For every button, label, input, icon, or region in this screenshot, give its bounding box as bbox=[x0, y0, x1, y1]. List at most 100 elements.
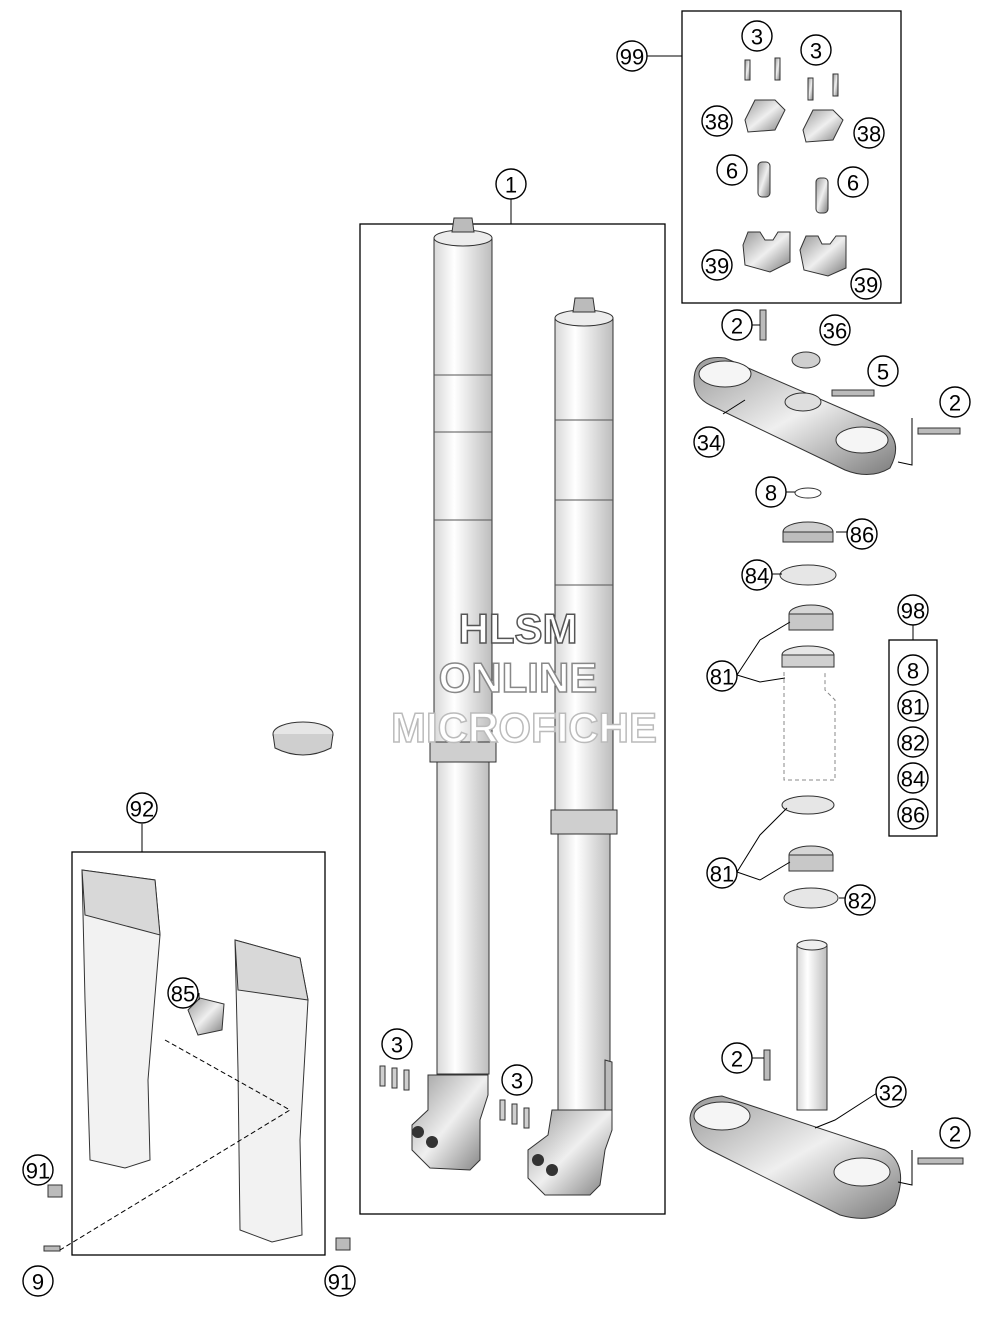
callout-99: 99 bbox=[616, 40, 648, 72]
leader-lines bbox=[59, 55, 914, 1251]
callout-8: 8 bbox=[755, 476, 787, 508]
kit-98-item-81: 81 bbox=[897, 690, 929, 722]
callout-91a-number: 91 bbox=[26, 1159, 50, 1184]
callout-36: 36 bbox=[819, 314, 851, 346]
watermark: HLSM ONLINE MICROFICHE bbox=[390, 604, 658, 752]
callout-2b-number: 2 bbox=[949, 391, 961, 416]
watermark-line1: HLSM bbox=[459, 605, 578, 652]
callout-36-circle bbox=[819, 314, 851, 346]
callout-38a-circle bbox=[701, 105, 733, 137]
upper-triple-clamp bbox=[693, 309, 961, 475]
callout-85-circle bbox=[167, 977, 199, 1009]
callout-6b: 6 bbox=[837, 166, 869, 198]
watermark-line3: MICROFICHE bbox=[391, 704, 657, 751]
callout-85: 85 bbox=[167, 977, 199, 1009]
callout-98-circle bbox=[897, 594, 929, 626]
callout-32: 32 bbox=[875, 1076, 907, 1108]
callout-39a-number: 39 bbox=[705, 254, 729, 279]
callout-81a: 81 bbox=[706, 660, 738, 692]
right-fork-leg bbox=[527, 297, 618, 1196]
callout-2b-circle bbox=[939, 386, 971, 418]
kit-98-item-84-number: 84 bbox=[901, 767, 925, 792]
kit-98-item-81-circle bbox=[897, 690, 929, 722]
clamp-kit-parts bbox=[742, 57, 847, 277]
callout-92-circle bbox=[126, 792, 158, 824]
callout-3c-number: 3 bbox=[391, 1033, 403, 1058]
callout-2d: 2 bbox=[939, 1117, 971, 1149]
fork-guard-frame bbox=[71, 851, 326, 1256]
callout-81a-circle bbox=[706, 660, 738, 692]
kit-98-item-82: 82 bbox=[897, 726, 929, 758]
callout-84: 84 bbox=[741, 559, 773, 591]
callout-81b: 81 bbox=[706, 857, 738, 889]
callout-38b: 38 bbox=[853, 117, 885, 149]
callout-3c: 3 bbox=[381, 1028, 413, 1060]
callout-8-number: 8 bbox=[765, 481, 777, 506]
callout-86: 86 bbox=[846, 518, 878, 550]
callout-3b-circle bbox=[800, 34, 832, 66]
callout-3b: 3 bbox=[800, 34, 832, 66]
callout-2c: 2 bbox=[721, 1042, 753, 1074]
callout-34-circle bbox=[693, 426, 725, 458]
axle-clamp-ring bbox=[272, 721, 334, 756]
callout-5-number: 5 bbox=[877, 360, 889, 385]
callout-91b-number: 91 bbox=[328, 1270, 352, 1295]
kit-98-item-86-number: 86 bbox=[901, 803, 925, 828]
callout-91a-circle bbox=[22, 1154, 54, 1186]
watermark-line2: ONLINE bbox=[439, 654, 598, 701]
callout-6a-number: 6 bbox=[726, 159, 738, 184]
callout-6a: 6 bbox=[716, 154, 748, 186]
kit-98-item-81-number: 81 bbox=[901, 695, 925, 720]
kit-98-item-8-circle bbox=[897, 654, 929, 686]
kit-98-item-82-number: 82 bbox=[901, 731, 925, 756]
callout-82: 82 bbox=[844, 884, 876, 916]
kit-98-item-84: 84 bbox=[897, 762, 929, 794]
callout-9: 9 bbox=[22, 1265, 54, 1297]
kit-98-item-8-number: 8 bbox=[907, 659, 919, 684]
callout-8-circle bbox=[755, 476, 787, 508]
callout-92-number: 92 bbox=[130, 797, 154, 822]
callout-39a-circle bbox=[701, 249, 733, 281]
callout-32-circle bbox=[875, 1076, 907, 1108]
callout-2c-number: 2 bbox=[731, 1047, 743, 1072]
callout-9-number: 9 bbox=[32, 1270, 44, 1295]
callout-92: 92 bbox=[126, 792, 158, 824]
callout-3a: 3 bbox=[741, 20, 773, 52]
callout-81b-number: 81 bbox=[710, 862, 734, 887]
callout-6b-number: 6 bbox=[847, 171, 859, 196]
callout-86-number: 86 bbox=[850, 523, 874, 548]
callout-91b: 91 bbox=[324, 1265, 356, 1297]
callout-3a-number: 3 bbox=[751, 25, 763, 50]
callout-99-number: 99 bbox=[620, 45, 644, 70]
callout-82-circle bbox=[844, 884, 876, 916]
callout-39a: 39 bbox=[701, 249, 733, 281]
callout-6a-circle bbox=[716, 154, 748, 186]
callout-39b-number: 39 bbox=[854, 273, 878, 298]
callout-98-number: 98 bbox=[901, 599, 925, 624]
lower-triple-clamp-stem bbox=[689, 939, 964, 1219]
kit-98-item-8: 8 bbox=[897, 654, 929, 686]
kit-98-item-86: 86 bbox=[897, 798, 929, 830]
callout-3d-circle bbox=[501, 1064, 533, 1096]
callout-2c-circle bbox=[721, 1042, 753, 1074]
callout-82-number: 82 bbox=[848, 889, 872, 914]
fork-bottom-screws bbox=[379, 1065, 530, 1129]
callout-2b: 2 bbox=[939, 386, 971, 418]
callout-6b-circle bbox=[837, 166, 869, 198]
callout-2d-number: 2 bbox=[949, 1122, 961, 1147]
callout-38b-number: 38 bbox=[857, 122, 881, 147]
callout-2d-circle bbox=[939, 1117, 971, 1149]
callout-3d: 3 bbox=[501, 1064, 533, 1096]
callout-3a-circle bbox=[741, 20, 773, 52]
callout-34: 34 bbox=[693, 426, 725, 458]
callout-5-circle bbox=[867, 355, 899, 387]
handlebar-clamp-kit-frame bbox=[681, 10, 902, 304]
callout-91b-circle bbox=[324, 1265, 356, 1297]
callout-3b-number: 3 bbox=[810, 39, 822, 64]
callout-84-circle bbox=[741, 559, 773, 591]
fork-guards bbox=[43, 869, 351, 1252]
callout-36-number: 36 bbox=[823, 319, 847, 344]
callout-2a-circle bbox=[721, 309, 753, 341]
callout-5: 5 bbox=[867, 355, 899, 387]
